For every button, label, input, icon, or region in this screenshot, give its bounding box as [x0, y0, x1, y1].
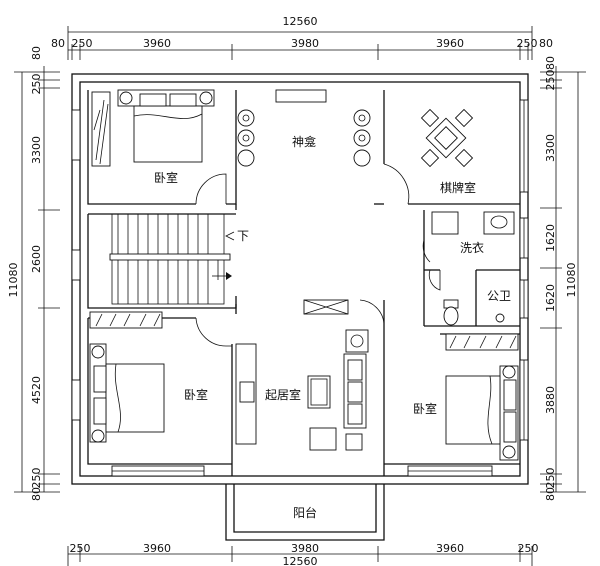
dim-right-total: 11080	[565, 263, 578, 298]
label-wc: 公卫	[487, 289, 511, 303]
label-balcony: 阳台	[293, 505, 317, 520]
label-stairs-down: 下	[237, 229, 249, 243]
dim-left-total: 11080	[7, 263, 20, 298]
top-dimensions: 12560 80 250 3960 3980 3960 250 80	[51, 15, 553, 60]
bed-se	[445, 365, 519, 461]
dim-bottom-total: 12560	[283, 555, 318, 566]
dim-top-5: 3960	[436, 37, 464, 50]
dim-bottom-2: 3960	[143, 542, 171, 555]
left-dimensions: 11080 80 250 3300 2600 4520 250 80	[7, 46, 60, 501]
dim-right-8: 80	[544, 487, 557, 501]
dim-bottom-1: 250	[70, 542, 91, 555]
dim-left-4: 2600	[30, 245, 43, 273]
dim-bottom-4: 3960	[436, 542, 464, 555]
dim-right-4: 1620	[544, 224, 557, 252]
windows	[71, 89, 529, 477]
dim-right-7: 250	[544, 468, 557, 489]
dim-top-4: 3980	[291, 37, 319, 50]
label-shrine: 神龛	[292, 135, 316, 149]
dim-left-3: 3300	[30, 136, 43, 164]
dim-bottom-5: 250	[518, 542, 539, 555]
right-dimensions: 80 250 3300 1620 1620 3880 250 80 11080	[540, 56, 586, 501]
mahjong-table	[420, 108, 474, 168]
label-bedroom-nw: 卧室	[154, 170, 178, 185]
dim-right-3: 3300	[544, 134, 557, 162]
dim-top-1: 80	[51, 37, 65, 50]
bed-sw	[89, 343, 165, 443]
doors	[195, 163, 441, 485]
wardrobes	[89, 91, 519, 351]
dim-left-5: 4520	[30, 376, 43, 404]
wc-fixtures	[443, 299, 505, 326]
living-furniture	[235, 299, 369, 451]
dim-top-2: 250	[72, 37, 93, 50]
label-chess-room: 棋牌室	[440, 180, 476, 195]
dim-right-5: 1620	[544, 284, 557, 312]
laundry-fixtures	[431, 211, 515, 235]
label-bedroom-sw: 卧室	[184, 387, 208, 402]
dim-left-6: 250	[30, 468, 43, 489]
dim-right-1: 80	[544, 56, 557, 70]
dim-left-2: 250	[30, 74, 43, 95]
dim-left-1: 80	[30, 46, 43, 60]
dim-top-total: 12560	[283, 15, 318, 28]
room-labels: 卧室 神龛 棋牌室 下 洗衣 公卫 卧室 起居室 卧室 阳台	[154, 135, 511, 520]
dim-right-2: 250	[544, 70, 557, 91]
dim-left-7: 80	[30, 487, 43, 501]
staircase	[109, 213, 235, 305]
balcony	[225, 484, 385, 541]
dim-top-3: 3960	[143, 37, 171, 50]
label-bedroom-se: 卧室	[413, 401, 437, 416]
dim-right-6: 3880	[544, 386, 557, 414]
dim-top-6: 250	[517, 37, 538, 50]
label-living: 起居室	[265, 387, 301, 402]
bottom-dimensions: 250 3960 3980 3960 250 12560	[67, 542, 539, 566]
dim-bottom-3: 3980	[291, 542, 319, 555]
shrine-furniture	[237, 109, 371, 167]
bed-nw	[117, 89, 215, 163]
dim-top-7: 80	[539, 37, 553, 50]
label-laundry: 洗衣	[460, 240, 484, 255]
